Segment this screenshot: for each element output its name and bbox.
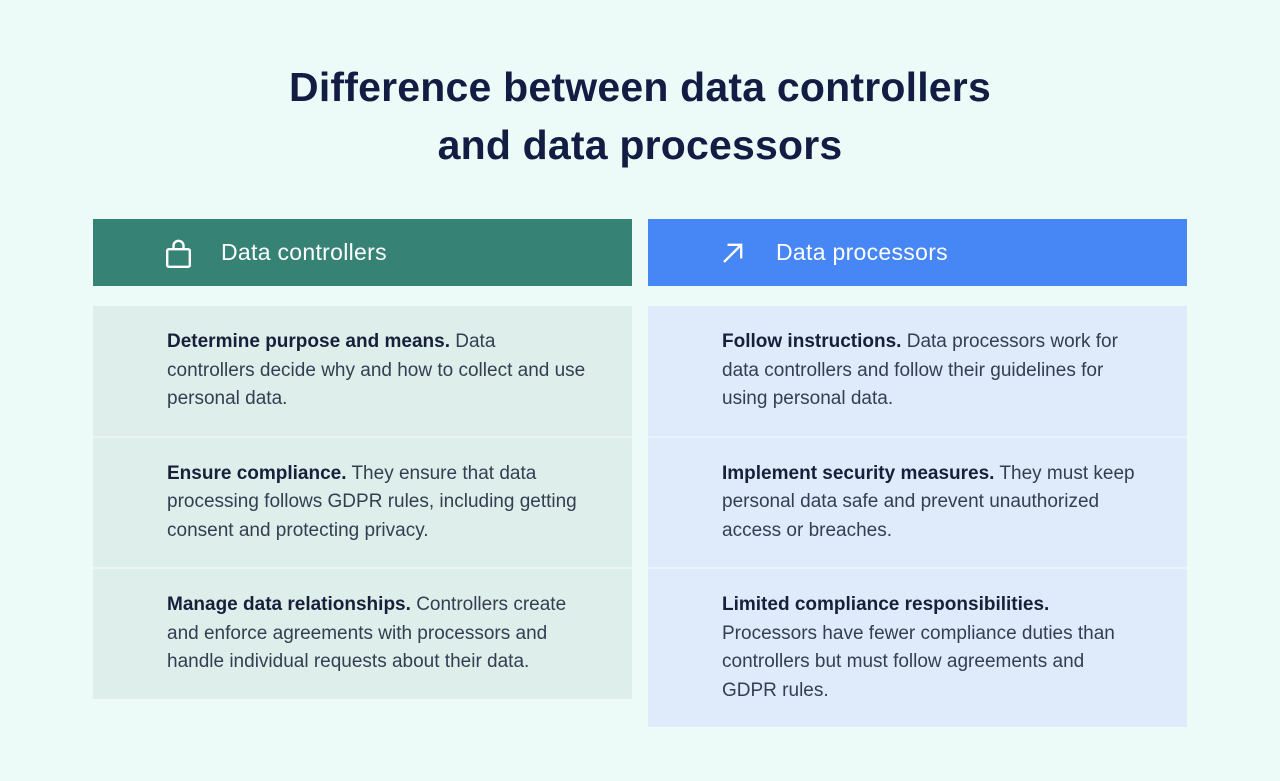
row-body: Data processors work for data controller… <box>722 331 1118 409</box>
row-lead: Ensure compliance. <box>167 462 347 484</box>
controllers-row-relationships: Manage data relationships. Controllers c… <box>93 567 632 699</box>
data-controllers-header-label: Data controllers <box>221 239 387 265</box>
row-body: Processors have fewer compliance duties … <box>722 622 1115 701</box>
row-lead: Determine purpose and means. <box>167 331 450 352</box>
row-body: Data controllers decide why and how to c… <box>167 331 586 409</box>
row-body: Controllers create and enforce agreement… <box>167 594 567 672</box>
row-lead: Manage data relationships. <box>167 594 411 615</box>
data-controllers-header: Data controllers <box>93 219 632 286</box>
controllers-row-purpose: Determine purpose and means. Data contro… <box>93 306 632 436</box>
page-title-line1: Difference between data controllers <box>289 64 991 110</box>
page-title: Difference between data controllers and … <box>0 58 1280 174</box>
comparison-grid: Data controllers Determine purpose and m… <box>93 219 1187 727</box>
data-processors-rows: Follow instructions. Data processors wor… <box>648 306 1187 727</box>
lock-icon <box>164 236 192 270</box>
column-data-processors: Data processors Follow instructions. Dat… <box>648 219 1187 727</box>
row-lead: Implement security measures. <box>722 462 995 484</box>
processors-row-limited-compliance: Limited compliance responsibilities. Pro… <box>648 567 1187 727</box>
column-data-controllers: Data controllers Determine purpose and m… <box>93 219 632 727</box>
row-body: They must keep personal data safe and pr… <box>722 462 1135 541</box>
arrow-up-right-icon <box>719 236 747 270</box>
processors-row-security: Implement security measures. They must k… <box>648 435 1187 567</box>
row-lead: Follow instructions. <box>722 331 902 352</box>
controllers-row-compliance: Ensure compliance. They ensure that data… <box>93 435 632 567</box>
row-body: They ensure that data processing follows… <box>167 462 577 541</box>
data-processors-header-label: Data processors <box>776 239 948 265</box>
row-lead: Limited compliance responsibilities. <box>722 594 1050 615</box>
processors-row-instructions: Follow instructions. Data processors wor… <box>648 306 1187 436</box>
data-processors-header: Data processors <box>648 219 1187 286</box>
page-title-line2: and data processors <box>437 122 843 168</box>
data-controllers-rows: Determine purpose and means. Data contro… <box>93 306 632 699</box>
